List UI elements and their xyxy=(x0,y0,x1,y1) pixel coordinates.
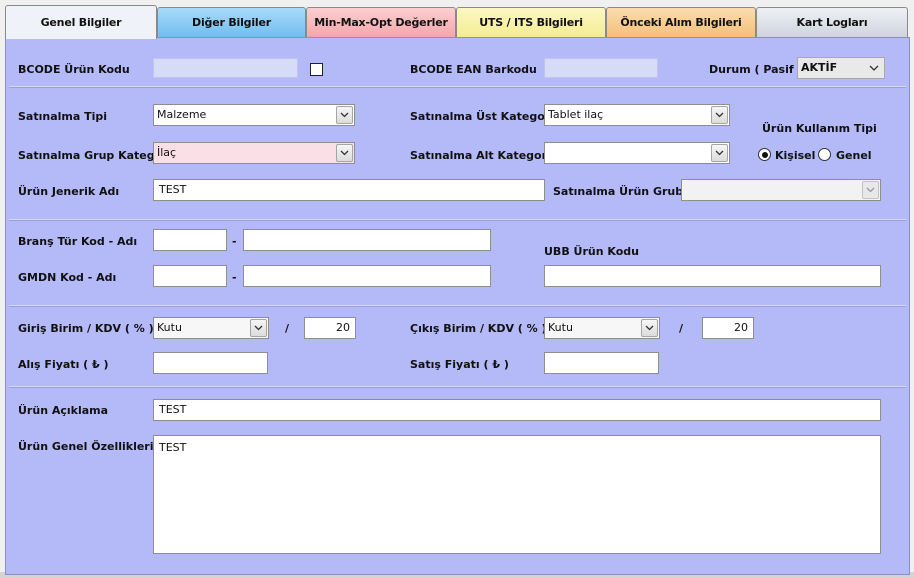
bcode-ean-label: BCODE EAN Barkodu xyxy=(410,63,537,76)
satinalma-tipi-select[interactable]: Malzeme xyxy=(153,104,355,126)
gmdn-label: GMDN Kod - Adı xyxy=(18,271,117,284)
tab-kart-loglari[interactable]: Kart Logları xyxy=(756,7,908,37)
bcode-urun-kodu-label: BCODE Ürün Kodu xyxy=(18,63,130,76)
cikis-birim-select[interactable]: Kutu xyxy=(544,317,660,339)
tab-onceki-alim-bilgileri[interactable]: Önceki Alım Bilgileri xyxy=(606,7,756,37)
tab-bar: Genel Bilgiler Diğer Bilgiler Min-Max-Op… xyxy=(0,0,914,39)
cikis-slash: / xyxy=(679,322,684,335)
chevron-down-icon xyxy=(711,106,728,124)
urun-genel-ozellikleri-label: Ürün Genel Özellikleri xyxy=(18,440,154,453)
alis-fiyati-label: Alış Fiyatı ( ₺ ) xyxy=(18,358,109,371)
tab-genel-bilgiler[interactable]: Genel Bilgiler xyxy=(5,5,157,39)
chevron-down-icon xyxy=(250,319,267,337)
separator xyxy=(9,219,906,221)
satinalma-ust-kategori-value: Tablet ilaç xyxy=(548,108,604,121)
alis-fiyati-input[interactable] xyxy=(153,352,268,374)
durum-value: AKTİF xyxy=(801,61,838,74)
chevron-down-icon xyxy=(336,144,353,162)
urun-jenerik-adi-label: Ürün Jenerik Adı xyxy=(18,185,120,198)
cikis-birim-value: Kutu xyxy=(548,321,573,334)
genel-bilgiler-panel: BCODE Ürün Kodu BCODE EAN Barkodu Durum … xyxy=(5,37,910,575)
brans-tur-adi-input[interactable] xyxy=(243,229,491,251)
status-strip xyxy=(0,572,914,578)
cikis-birim-label: Çıkış Birim / KDV ( % ) xyxy=(410,322,547,335)
separator xyxy=(9,86,906,88)
tab-uts-its-bilgileri[interactable]: UTS / ITS Bilgileri xyxy=(456,7,606,37)
kisisel-label[interactable]: Kişisel xyxy=(775,149,816,162)
separator xyxy=(9,386,906,388)
gmdn-dash: - xyxy=(232,271,237,284)
bcode-ean-input[interactable] xyxy=(544,58,658,78)
chevron-down-icon xyxy=(862,181,879,199)
brans-tur-label: Branş Tür Kod - Adı xyxy=(18,235,138,248)
satinalma-tipi-label: Satınalma Tipi xyxy=(18,110,108,123)
ubb-urun-kodu-label: UBB Ürün Kodu xyxy=(544,245,639,258)
urun-kullanim-tipi-label: Ürün Kullanım Tipi xyxy=(762,122,877,135)
gmdn-adi-input[interactable] xyxy=(243,265,491,287)
giris-kdv-input[interactable]: 20 xyxy=(304,317,356,339)
chevron-down-icon xyxy=(868,62,880,74)
satinalma-grup-kategori-value: İlaç xyxy=(157,146,177,159)
gmdn-kod-input[interactable] xyxy=(153,265,227,287)
urun-genel-ozellikleri-textarea[interactable]: TEST xyxy=(153,435,881,554)
satinalma-tipi-value: Malzeme xyxy=(157,108,207,121)
satinalma-alt-kategori-label: Satınalma Alt Kategori xyxy=(410,149,551,162)
satinalma-grup-kategori-label: Satınalma Grup Kategori xyxy=(18,149,172,162)
urun-aciklama-label: Ürün Açıklama xyxy=(18,404,109,417)
genel-label[interactable]: Genel xyxy=(836,149,872,162)
separator xyxy=(9,305,906,307)
ubb-urun-kodu-input[interactable] xyxy=(544,265,881,287)
bcode-checkbox[interactable] xyxy=(310,63,323,76)
tab-min-max-opt-degerler[interactable]: Min-Max-Opt Değerler xyxy=(306,7,456,37)
urun-aciklama-input[interactable]: TEST xyxy=(153,399,881,421)
giris-slash: / xyxy=(285,322,290,335)
cikis-kdv-input[interactable]: 20 xyxy=(702,317,754,339)
satinalma-ust-kategori-label: Satınalma Üst Kategori xyxy=(410,110,554,123)
chevron-down-icon xyxy=(711,144,728,162)
brans-tur-kod-input[interactable] xyxy=(153,229,227,251)
chevron-down-icon xyxy=(336,106,353,124)
giris-birim-value: Kutu xyxy=(157,321,182,334)
satis-fiyati-label: Satış Fiyatı ( ₺ ) xyxy=(410,358,509,371)
giris-birim-label: Giriş Birim / KDV ( % ) xyxy=(18,322,154,335)
satinalma-grup-kategori-select[interactable]: İlaç xyxy=(153,142,355,164)
durum-label: Durum ( Pasif ) xyxy=(709,63,803,76)
urun-jenerik-adi-input[interactable]: TEST xyxy=(153,179,545,201)
satis-fiyati-input[interactable] xyxy=(544,352,659,374)
durum-select[interactable]: AKTİF xyxy=(797,57,885,79)
satinalma-ust-kategori-select[interactable]: Tablet ilaç xyxy=(544,104,730,126)
kisisel-radio[interactable] xyxy=(758,148,771,161)
satinalma-urun-grubu-label: Satınalma Ürün Grubu xyxy=(553,185,691,198)
brans-dash: - xyxy=(232,235,237,248)
chevron-down-icon xyxy=(641,319,658,337)
genel-radio[interactable] xyxy=(818,148,831,161)
satinalma-alt-kategori-select[interactable] xyxy=(544,142,730,164)
giris-birim-select[interactable]: Kutu xyxy=(153,317,269,339)
bcode-urun-kodu-input[interactable] xyxy=(153,58,298,78)
tab-diger-bilgiler[interactable]: Diğer Bilgiler xyxy=(157,7,306,37)
satinalma-urun-grubu-select[interactable] xyxy=(681,179,881,201)
